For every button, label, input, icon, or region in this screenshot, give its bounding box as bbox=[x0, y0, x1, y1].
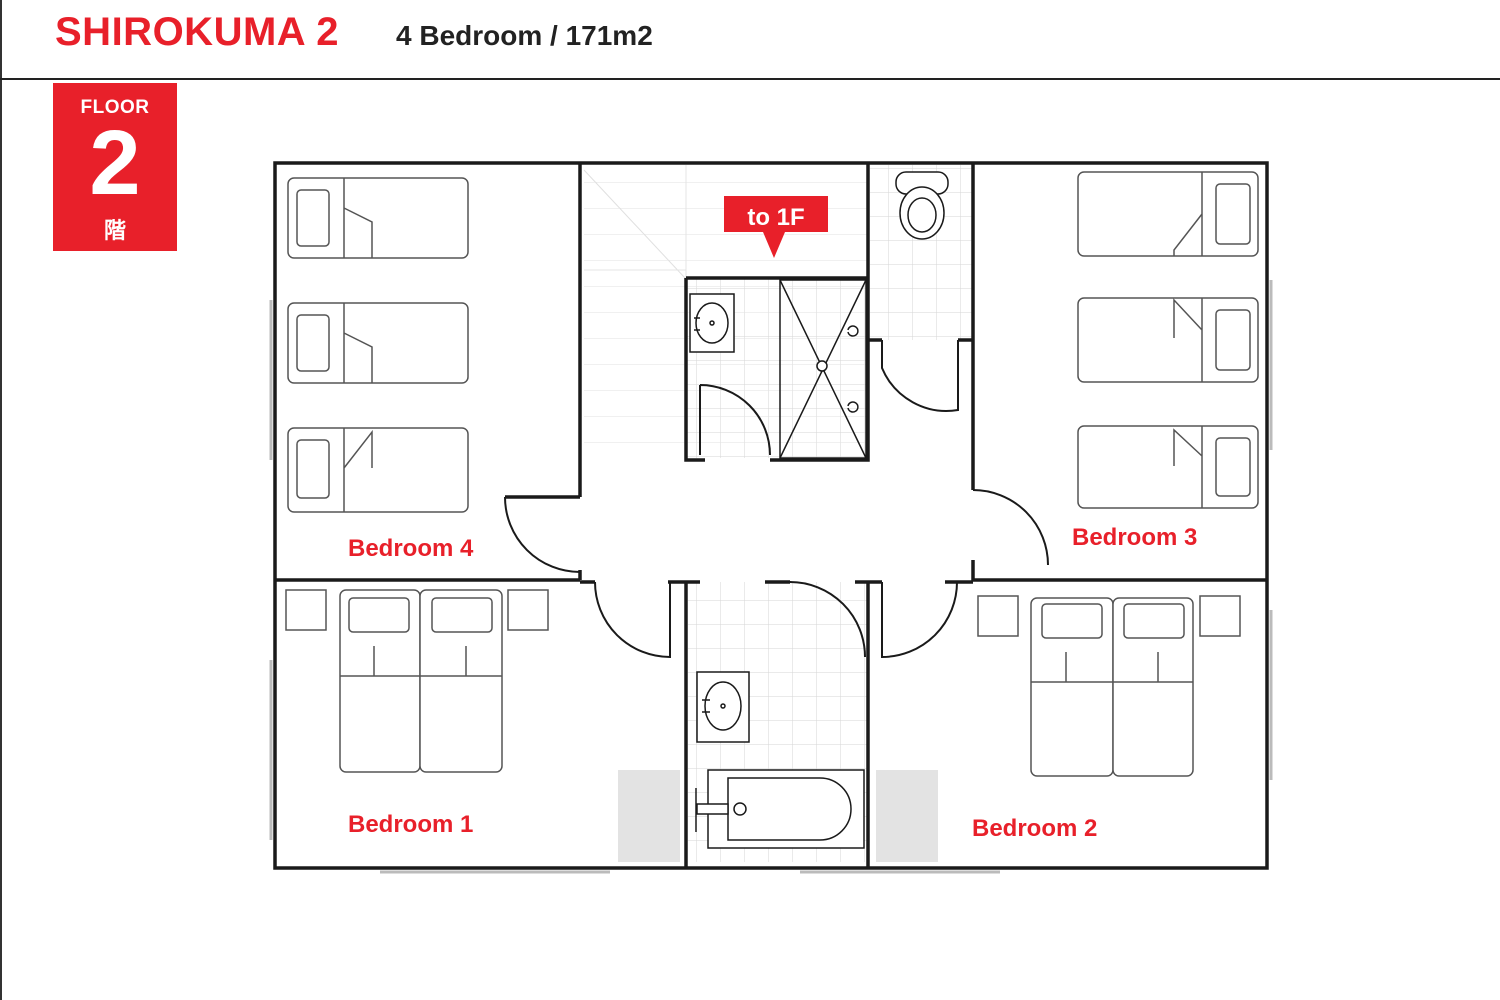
side-table-icon bbox=[285, 589, 327, 631]
walls bbox=[273, 161, 1269, 870]
single-bed-icon bbox=[1077, 297, 1259, 383]
windows bbox=[269, 280, 1273, 874]
single-bed-icon bbox=[287, 177, 469, 259]
header-divider bbox=[0, 78, 1500, 80]
page-title: SHIROKUMA 2 bbox=[55, 10, 340, 54]
beds-bedroom-4 bbox=[287, 177, 469, 513]
room-label-bedroom-4: Bedroom 4 bbox=[348, 535, 474, 562]
double-bed-icon bbox=[1030, 597, 1194, 777]
floor-badge: FLOOR 2 階 bbox=[53, 83, 177, 251]
side-table-icon bbox=[977, 595, 1019, 637]
floor-badge-kanji: 階 bbox=[103, 218, 126, 243]
wardrobe-bedroom-2 bbox=[876, 770, 938, 862]
furniture-bedroom-1 bbox=[285, 589, 549, 773]
beds-bedroom-3 bbox=[1077, 171, 1259, 509]
side-table-icon bbox=[1199, 595, 1241, 637]
single-bed-icon bbox=[287, 302, 469, 384]
single-bed-icon bbox=[1077, 171, 1259, 257]
fixtures bbox=[689, 171, 949, 849]
floor-badge-label: FLOOR bbox=[80, 97, 150, 118]
single-bed-icon bbox=[1077, 425, 1259, 509]
room-label-bedroom-1: Bedroom 1 bbox=[348, 811, 473, 838]
wardrobe-bedroom-1 bbox=[618, 770, 680, 862]
single-bed-icon bbox=[287, 427, 469, 513]
doors bbox=[504, 340, 1049, 659]
furniture-bedroom-2 bbox=[977, 595, 1241, 777]
floor-badge-number: 2 bbox=[89, 112, 141, 214]
down-arrow-icon bbox=[724, 196, 828, 258]
room-label-bedroom-3: Bedroom 3 bbox=[1072, 524, 1197, 551]
page-subtitle: 4 Bedroom / 171m2 bbox=[396, 20, 653, 51]
side-table-icon bbox=[507, 589, 549, 631]
double-bed-icon bbox=[339, 589, 503, 773]
shower bbox=[779, 279, 867, 459]
stairs-direction-marker: to 1F bbox=[724, 196, 828, 258]
room-label-bedroom-2: Bedroom 2 bbox=[972, 815, 1097, 842]
stairs-label: to 1F bbox=[747, 204, 804, 231]
